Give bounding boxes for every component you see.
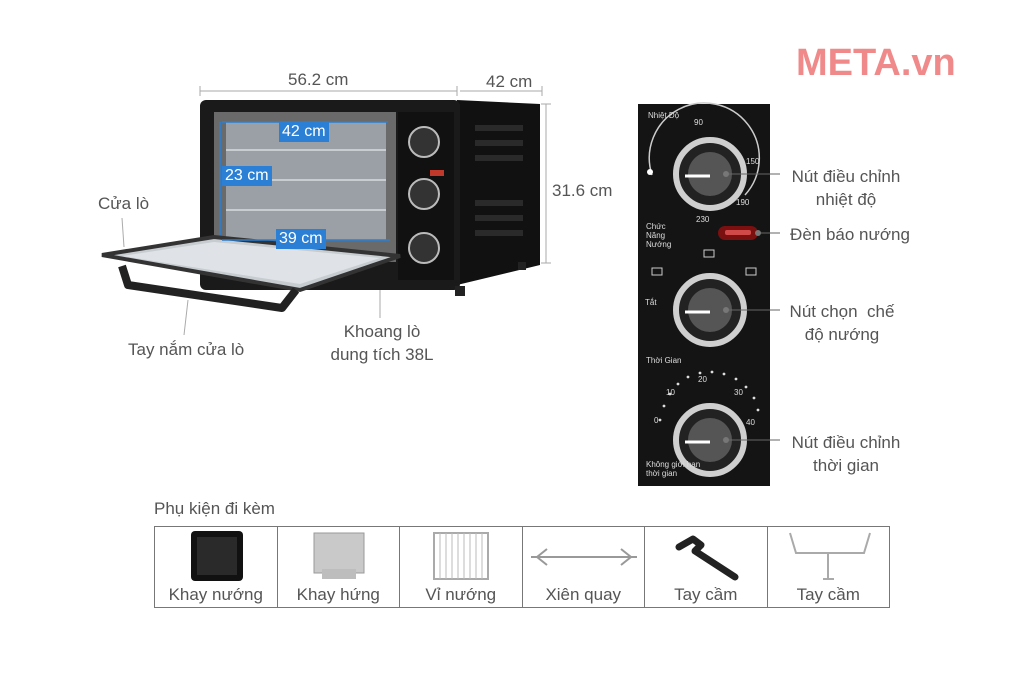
accessory-item: Xiên quay	[523, 527, 645, 607]
mode-knob-label: Nút chọn chế độ nướng	[786, 300, 898, 346]
tray-handle-icon	[675, 535, 739, 581]
mode-knob-label-line2: độ nướng	[804, 325, 880, 344]
wire-rack-icon	[433, 532, 489, 580]
oven-knobs	[408, 126, 444, 264]
indicator-light-label: Đèn báo nướng	[790, 225, 910, 244]
accessories-title: Phụ kiện đi kèm	[154, 499, 275, 518]
accessory-name: Vỉ nướng	[425, 585, 497, 604]
temp-knob-label-line1: Nút điều chỉnh	[791, 167, 901, 186]
brand-name: META	[796, 42, 901, 84]
temp-tick-190: 190	[736, 198, 750, 207]
timer-tick-10: 10	[666, 388, 675, 397]
inner-depth-tag: 39 cm	[276, 229, 326, 249]
timer-note: Không giới hạn thời gian	[646, 460, 701, 478]
timer-tick-20: 20	[698, 375, 707, 384]
timer-knob-label: Nút điều chỉnh thời gian	[786, 431, 906, 477]
rotisserie-handle-icon	[788, 532, 871, 580]
temp-tick-230: 230	[696, 215, 710, 224]
mode-off-label: Tắt	[645, 298, 657, 307]
drip-tray-icon	[313, 532, 364, 579]
baking-tray-icon	[191, 531, 243, 581]
accessory-item: Vỉ nướng	[400, 527, 523, 607]
accessory-name: Tay cầm	[796, 585, 860, 604]
brand-logo: META.vn	[796, 42, 956, 85]
accessory-name: Khay nướng	[168, 585, 263, 604]
oven-width-label: 56.2 cm	[288, 70, 349, 89]
door-label: Cửa lò	[98, 194, 150, 213]
accessory-name: Tay cầm	[674, 585, 738, 604]
temp-knob-label-line2: nhiệt độ	[815, 190, 877, 209]
inner-width-tag: 42 cm	[279, 122, 329, 142]
temp-tick-150: 150	[746, 157, 760, 166]
handle-label: Tay nắm cửa lò	[128, 340, 245, 359]
mode-title: Chức Năng Nướng	[646, 222, 672, 249]
oven-side	[457, 100, 540, 285]
rotisserie-spit-icon	[530, 548, 637, 566]
timer-knob-label-line2: thời gian	[813, 456, 879, 475]
side-vents	[475, 125, 523, 236]
brand-suffix: .vn	[900, 42, 956, 84]
control-panel-closeup	[638, 102, 780, 486]
accessories-table: Khay nướng Khay hứng Vỉ nướng Xiên quay	[154, 526, 890, 608]
cavity-label-line1: Khoang lò	[343, 322, 421, 341]
accessory-item: Tay cầm	[645, 527, 768, 607]
cavity-label: Khoang lò dung tích 38L	[326, 320, 438, 366]
cavity-label-line2: dung tích 38L	[330, 345, 434, 364]
inner-height-tag: 23 cm	[222, 166, 272, 186]
timer-tick-30: 30	[734, 388, 743, 397]
timer-tick-0: 0	[654, 416, 659, 425]
timer-tick-40: 40	[746, 418, 755, 427]
accessory-name: Khay hứng	[296, 585, 380, 604]
temp-title: Nhiệt Độ	[648, 111, 680, 120]
accessory-name: Xiên quay	[545, 585, 622, 604]
oven-depth-label: 42 cm	[486, 72, 533, 91]
temp-knob-label: Nút điều chỉnh nhiệt độ	[786, 165, 906, 211]
accessory-item: Tay cầm	[768, 527, 890, 607]
mode-knob-label-line1: Nút chọn chế	[789, 302, 895, 321]
oven-height-label: 31.6 cm	[552, 181, 613, 200]
door-handle	[118, 264, 300, 312]
timer-title: Thời Gian	[646, 356, 682, 365]
accessory-item: Khay nướng	[155, 527, 278, 607]
timer-knob-label-line1: Nút điều chỉnh	[791, 433, 901, 452]
accessory-item: Khay hứng	[278, 527, 400, 607]
temp-tick-90: 90	[694, 118, 703, 127]
